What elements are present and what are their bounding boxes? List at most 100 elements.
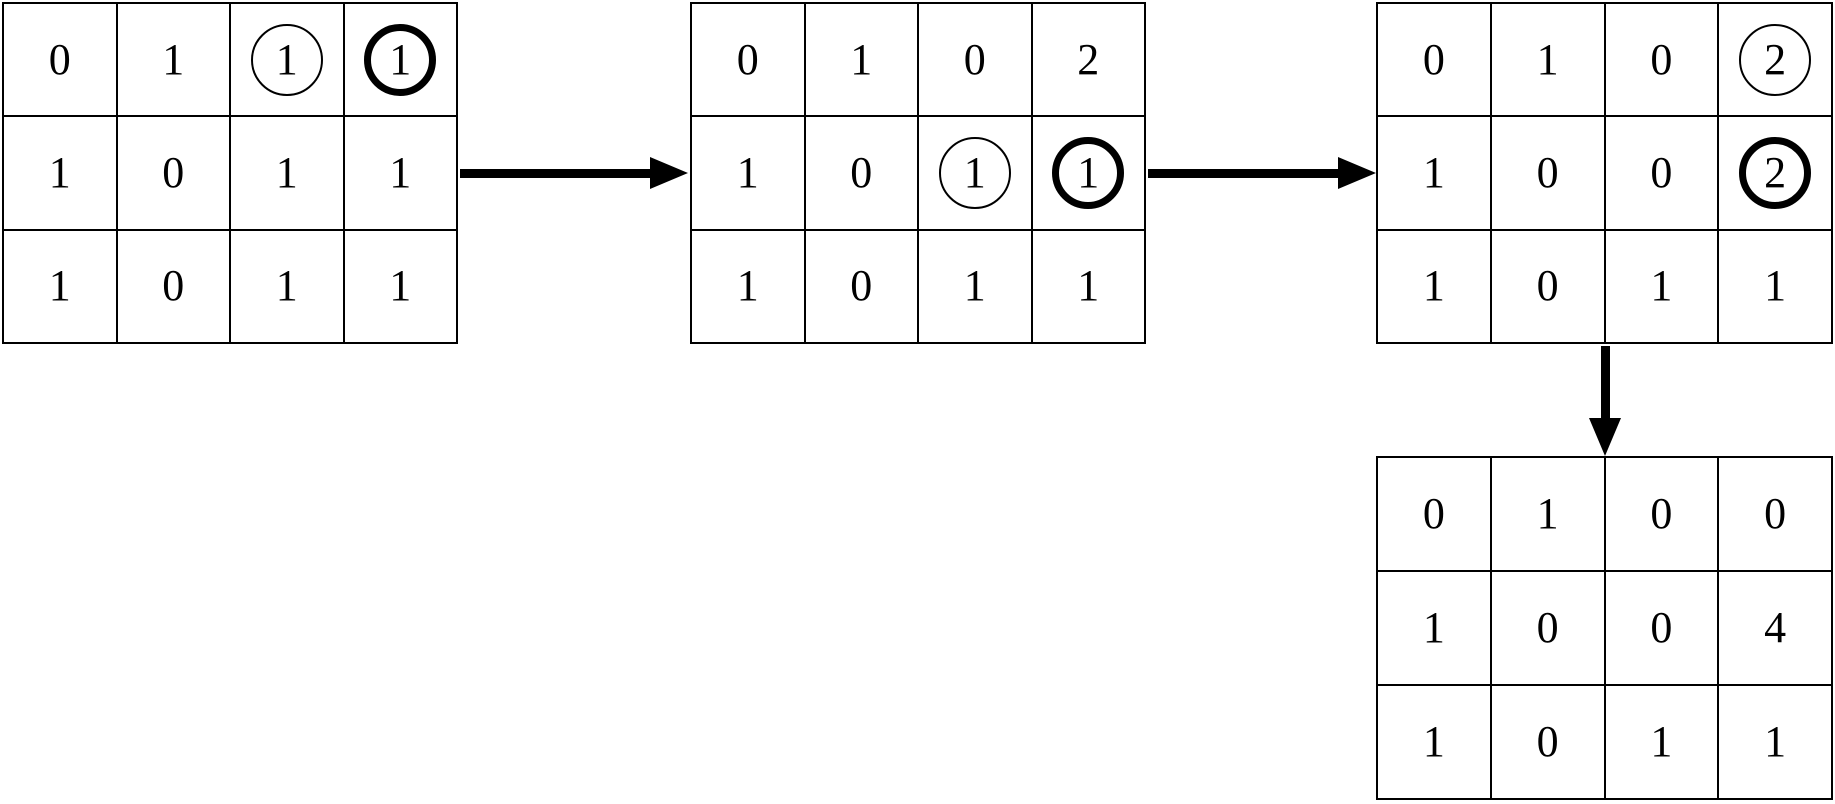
grid-cell[interactable]: 0 [919, 4, 1033, 118]
cell-value: 1 [275, 147, 298, 197]
thick-circle-highlight-icon [364, 23, 437, 96]
cell-value: 1 [850, 34, 873, 84]
cell-value: 1 [1077, 147, 1100, 197]
cell-value: 1 [48, 147, 71, 197]
grid-cell[interactable]: 4 [1719, 572, 1833, 686]
grid-cell[interactable]: 2 [1719, 117, 1833, 231]
cell-value: 0 [1764, 489, 1787, 538]
cell-value: 1 [1536, 489, 1559, 538]
grid-cell[interactable]: 0 [692, 4, 806, 118]
cell-value: 0 [1422, 34, 1445, 84]
cell-value: 0 [1650, 489, 1673, 538]
cell-value: 0 [162, 147, 185, 197]
cell-value: 1 [389, 34, 412, 84]
grid-cell[interactable]: 0 [1491, 117, 1606, 231]
grid-cell[interactable]: 1 [692, 230, 806, 344]
grid-cell[interactable]: 2 [1719, 4, 1833, 118]
grid-cell[interactable]: 0 [1378, 4, 1492, 118]
cell-value: 1 [48, 261, 71, 311]
cell-value: 0 [1536, 261, 1559, 311]
grid-cell[interactable]: 1 [1719, 230, 1833, 344]
grid-cell[interactable]: 0 [4, 4, 118, 118]
grid-cell[interactable]: 1 [1032, 117, 1146, 231]
grid-cell[interactable]: 0 [1605, 4, 1720, 118]
grid-cell[interactable]: 0 [1491, 572, 1606, 686]
cell-value: 0 [850, 261, 873, 311]
cell-value: 1 [1536, 34, 1559, 84]
grid-cell[interactable]: 1 [344, 4, 458, 118]
grid-cell[interactable]: 0 [1491, 230, 1606, 344]
grid-cell[interactable]: 1 [1491, 458, 1606, 572]
cell-value: 1 [1650, 261, 1673, 311]
grid-cell[interactable]: 1 [231, 117, 345, 231]
grid-cell[interactable]: 0 [1605, 572, 1720, 686]
grid-cell[interactable]: 1 [1605, 230, 1720, 344]
grid-cell[interactable]: 1 [117, 4, 231, 118]
grid-cell[interactable]: 1 [231, 230, 345, 344]
grid-cell[interactable]: 0 [805, 117, 919, 231]
grid-cell[interactable]: 1 [1032, 230, 1146, 344]
arrow-shaft [1600, 346, 1610, 426]
grid-cell[interactable]: 2 [1032, 4, 1146, 118]
grid-cell[interactable]: 0 [1491, 686, 1606, 800]
grid-cell[interactable]: 1 [344, 117, 458, 231]
grid-cell[interactable]: 1 [1491, 4, 1606, 118]
cell-value: 2 [1764, 147, 1787, 197]
cell-value: 1 [389, 261, 412, 311]
grid-step-2: 0 1 0 2 1 0 1 1 1 0 1 1 [690, 2, 1146, 344]
cell-value: 1 [736, 261, 759, 311]
grid-cell[interactable]: 1 [4, 117, 118, 231]
cell-value: 0 [963, 34, 986, 84]
cell-value: 0 [1422, 489, 1445, 538]
grid-cell[interactable]: 1 [231, 4, 345, 118]
thin-circle-highlight-icon [938, 136, 1011, 209]
grid-cell[interactable]: 1 [1378, 572, 1492, 686]
cell-value: 0 [1536, 603, 1559, 652]
grid-cell[interactable]: 1 [692, 117, 806, 231]
grid-cell[interactable]: 0 [805, 230, 919, 344]
grid-cell[interactable]: 1 [919, 230, 1033, 344]
cell-value: 1 [1764, 261, 1787, 311]
cell-value: 1 [389, 147, 412, 197]
grid-cell[interactable]: 1 [1719, 686, 1833, 800]
cell-value: 1 [1077, 261, 1100, 311]
cell-value: 2 [1077, 34, 1100, 84]
cell-value: 4 [1764, 603, 1787, 652]
grid-cell[interactable]: 1 [919, 117, 1033, 231]
grid-cell[interactable]: 0 [117, 117, 231, 231]
cell-value: 0 [1650, 34, 1673, 84]
cell-value: 1 [275, 34, 298, 84]
cell-value: 1 [1422, 717, 1445, 766]
cell-value: 1 [275, 261, 298, 311]
cell-value: 1 [963, 147, 986, 197]
grid-cell[interactable]: 1 [1378, 230, 1492, 344]
grid-cell[interactable]: 1 [1605, 686, 1720, 800]
cell-value: 2 [1764, 34, 1787, 84]
cell-value: 0 [48, 34, 71, 84]
cell-value: 1 [1422, 261, 1445, 311]
arrow-shaft [1148, 168, 1346, 178]
cell-value: 0 [850, 147, 873, 197]
grid-cell[interactable]: 0 [1605, 458, 1720, 572]
cell-value: 1 [736, 147, 759, 197]
cell-value: 1 [963, 261, 986, 311]
thick-circle-highlight-icon [1739, 136, 1812, 209]
grid-cell[interactable]: 1 [1378, 117, 1492, 231]
arrow-head-icon [650, 157, 688, 189]
grid-cell[interactable]: 1 [805, 4, 919, 118]
thin-circle-highlight-icon [250, 23, 323, 96]
grid-cell[interactable]: 0 [1605, 117, 1720, 231]
thick-circle-highlight-icon [1052, 136, 1125, 209]
grid-cell[interactable]: 1 [4, 230, 118, 344]
grid-cell[interactable]: 0 [1719, 458, 1833, 572]
arrow-shaft [460, 168, 658, 178]
grid-cell[interactable]: 0 [117, 230, 231, 344]
cell-value: 0 [736, 34, 759, 84]
grid-cell[interactable]: 1 [344, 230, 458, 344]
grid-cell[interactable]: 0 [1378, 458, 1492, 572]
grid-cell[interactable]: 1 [1378, 686, 1492, 800]
